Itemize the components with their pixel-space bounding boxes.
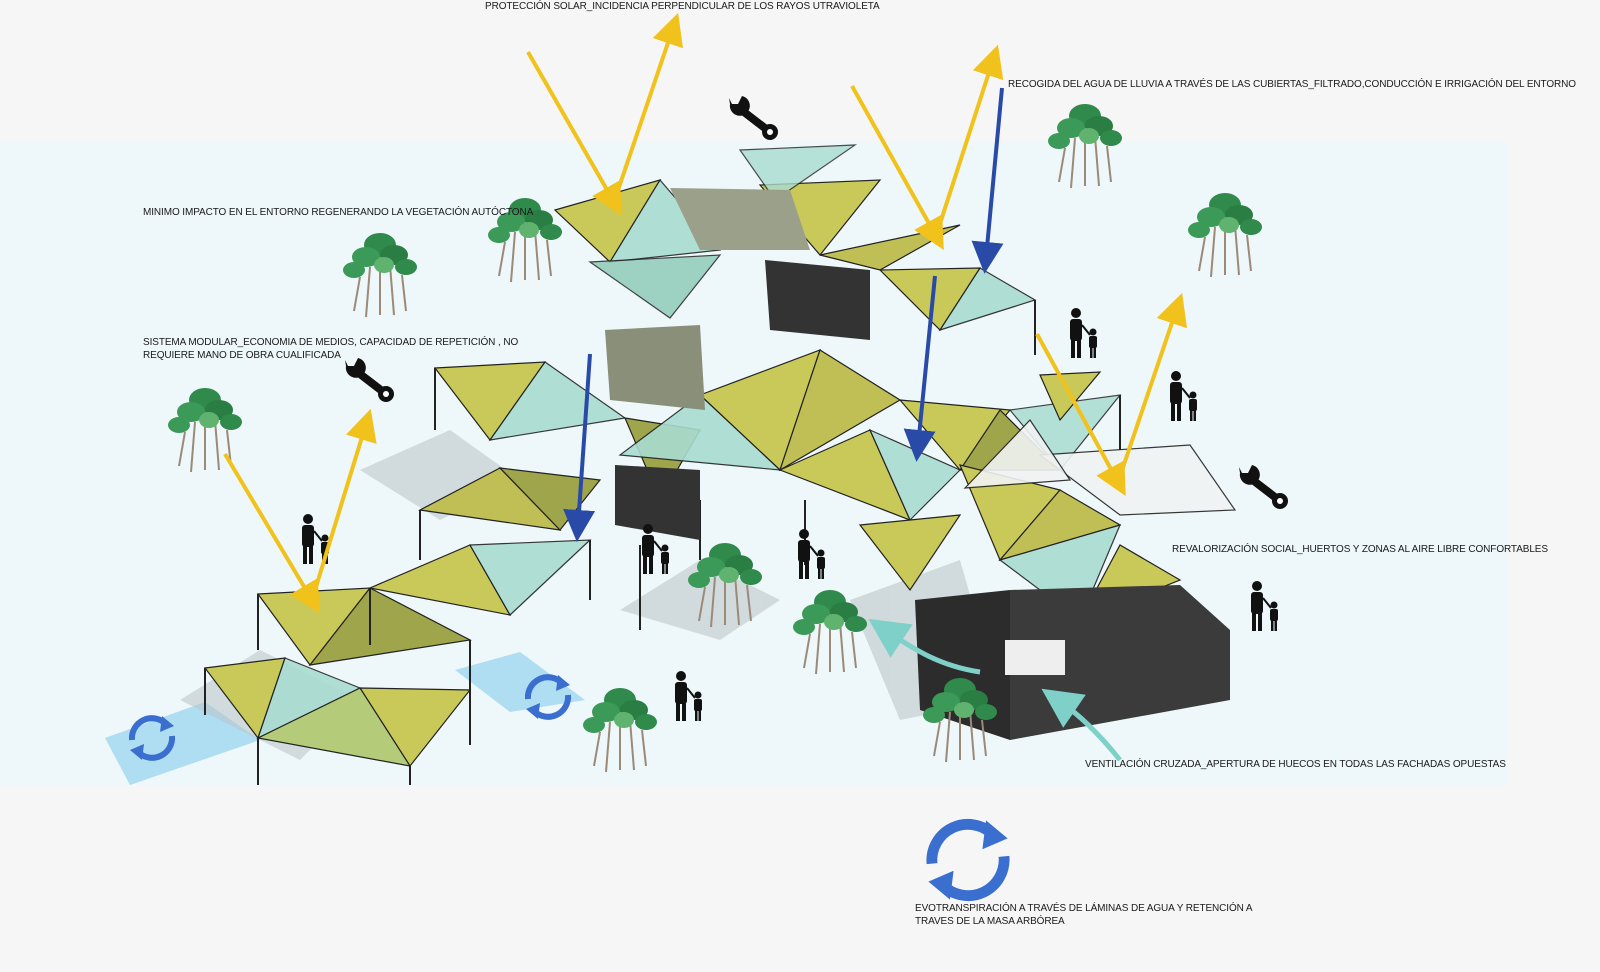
roof-canopy [203,144,1237,768]
tree-cluster-icon [1187,192,1263,278]
annotation-minimal-impact: MINIMO IMPACTO EN EL ENTORNO REGENERANDO… [143,207,534,218]
annotation-rainwater: RECOGIDA DEL AGUA DE LLUVIA A TRAVÉS DE … [1008,79,1576,90]
person-with-child-icon [1250,580,1279,632]
tree-cluster-icon [342,232,418,318]
person-with-child-icon [797,528,826,580]
wrench-icon [729,96,778,140]
wrench-icon [345,358,394,402]
wrench-icon [1239,465,1288,509]
annotation-modular-system: SISTEMA MODULAR_ECONOMIA DE MEDIOS, CAPA… [143,337,519,361]
recycle-cycle-icon [928,820,1007,899]
sun-rays [223,12,1188,614]
person-with-child-icon [674,670,703,722]
annotation-evapotranspiration: EVOTRANSPIRACIÓN A TRAVÉS DE LÁMINAS DE … [915,903,1253,927]
tree-cluster-icon [167,387,243,473]
ventilation-arrows [868,618,1122,762]
rain-arrows [563,87,1004,542]
tree-cluster-icon [582,687,658,773]
annotation-ventilation: VENTILACIÓN CRUZADA_APERTURA DE HUECOS E… [1085,759,1506,770]
tree-cluster-icon [1047,103,1123,189]
water-sheets [105,652,585,785]
annotation-solar-protection: PROTECCIÓN SOLAR_INCIDENCIA PERPENDICULA… [485,1,880,12]
annotation-social: REVALORIZACIÓN SOCIAL_HUERTOS Y ZONAS AL… [1172,544,1548,555]
person-with-child-icon [1169,370,1198,422]
person-with-child-icon [1069,307,1098,359]
